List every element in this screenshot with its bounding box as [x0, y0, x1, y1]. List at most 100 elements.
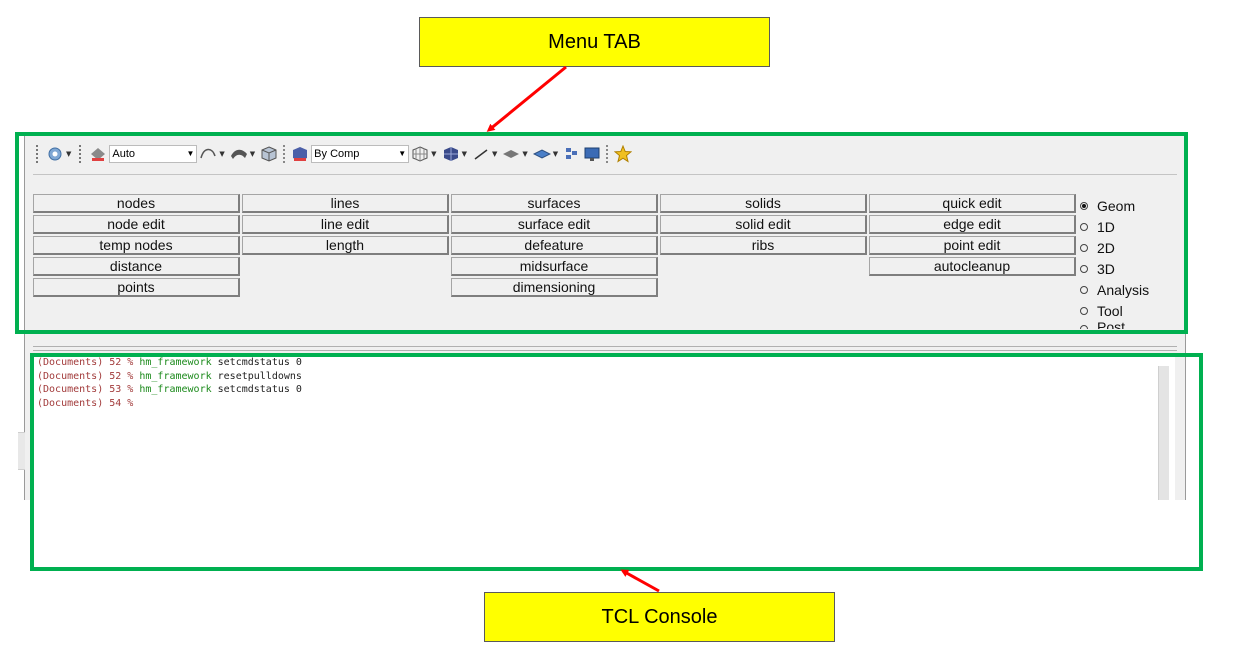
layer-icon[interactable]	[532, 145, 551, 163]
menu-tab-arrow	[486, 65, 567, 132]
chevron-down-icon: ▼	[186, 149, 195, 158]
radio-geom[interactable]: Geom	[1080, 195, 1180, 216]
surfaces-button[interactable]: surfaces	[451, 194, 658, 213]
by-comp-icon	[291, 145, 309, 163]
chevron-down-icon: ▼	[398, 149, 407, 158]
radio-icon	[1080, 222, 1088, 231]
line-edit-button[interactable]: line edit	[242, 215, 449, 234]
shaded-icon[interactable]	[442, 145, 460, 163]
radio-3d[interactable]: 3D	[1080, 258, 1180, 279]
monitor-icon[interactable]	[583, 145, 601, 163]
chevron-down-icon[interactable]: ▼	[491, 150, 498, 158]
tcl-console[interactable]: (Documents) 52 % hm_framework setcmdstat…	[33, 356, 1175, 500]
wireframe-icon[interactable]	[411, 145, 429, 163]
radio-2d[interactable]: 2D	[1080, 237, 1180, 258]
toolbar: ▼ Auto ▼ ▼ ▼ By Comp ▼ ▼ ▼	[33, 140, 1173, 168]
radio-label: Analysis	[1097, 281, 1150, 298]
line-icon[interactable]	[472, 145, 490, 163]
radio-icon	[1080, 264, 1088, 273]
radio-icon	[1080, 285, 1088, 294]
dimensioning-button[interactable]: dimensioning	[451, 278, 658, 297]
console-command: hm_framework	[139, 357, 212, 368]
chevron-down-icon[interactable]: ▼	[249, 150, 256, 158]
radio-post[interactable]: Post	[1080, 321, 1180, 329]
display-mode-select[interactable]: Auto ▼	[109, 145, 198, 163]
app-window: ▼ Auto ▼ ▼ ▼ By Comp ▼ ▼ ▼	[24, 132, 1186, 500]
radio-icon	[1080, 306, 1088, 315]
temp-nodes-button[interactable]: temp nodes	[33, 236, 240, 255]
chevron-down-icon[interactable]: ▼	[219, 150, 225, 158]
console-command: hm_framework	[139, 384, 212, 395]
ribs-button[interactable]: ribs	[660, 236, 867, 255]
chevron-down-icon[interactable]: ▼	[522, 150, 528, 158]
toolbar-separator	[606, 145, 609, 163]
autocleanup-button[interactable]: autocleanup	[869, 257, 1076, 276]
radio-1d[interactable]: 1D	[1080, 216, 1180, 237]
radio-label: Geom	[1097, 197, 1136, 214]
elements-icon[interactable]	[563, 145, 581, 163]
radio-label: 1D	[1097, 218, 1115, 235]
edge-edit-button[interactable]: edge edit	[869, 215, 1076, 234]
menu-tab-callout-label: Menu TAB	[548, 30, 641, 53]
nodes-button[interactable]: nodes	[33, 194, 240, 213]
console-command: hm_framework	[139, 370, 212, 382]
menu-tab-callout: Menu TAB	[419, 17, 770, 67]
splitter[interactable]	[33, 346, 1177, 351]
chevron-down-icon[interactable]: ▼	[431, 150, 437, 158]
toolbar-grip[interactable]	[36, 145, 41, 163]
radio-label: Tool	[1097, 302, 1123, 319]
chevron-down-icon[interactable]: ▼	[66, 150, 72, 158]
length-button[interactable]: length	[242, 236, 449, 255]
toolbar-grip[interactable]	[79, 145, 84, 163]
node-edit-button[interactable]: node edit	[33, 215, 240, 234]
curve-icon[interactable]	[199, 145, 217, 163]
console-scrollbar[interactable]	[1158, 366, 1169, 500]
midsurface-button[interactable]: midsurface	[451, 257, 658, 276]
star-icon[interactable]	[614, 145, 633, 163]
defeature-button[interactable]: defeature	[451, 236, 658, 255]
radio-analysis[interactable]: Analysis	[1080, 279, 1180, 300]
left-panel-edge	[18, 432, 25, 470]
console-prompt: (Documents) 53 %	[37, 384, 134, 395]
tcl-console-callout: TCL Console	[484, 592, 835, 642]
plane-icon[interactable]	[502, 145, 520, 163]
console-argument: setcmdstatus 0	[217, 357, 302, 368]
distance-button[interactable]: distance	[33, 257, 240, 276]
lines-button[interactable]: lines	[242, 194, 449, 213]
console-prompt: (Documents) 52 %	[37, 357, 134, 368]
page-radio-group: Geom 1D 2D 3D Analysis Tool Post	[1080, 195, 1180, 329]
radio-icon	[1080, 325, 1088, 329]
radio-label: Post	[1097, 321, 1126, 329]
console-line: (Documents) 53 % hm_framework setcmdstat…	[37, 383, 1175, 397]
radio-icon	[1080, 243, 1088, 252]
solid-edit-button[interactable]: solid edit	[660, 215, 867, 234]
point-edit-button[interactable]: point edit	[869, 236, 1076, 255]
console-prompt: (Documents) 52 %	[37, 370, 134, 382]
display-mode-value: Auto	[112, 148, 136, 160]
tcl-console-arrow	[620, 569, 660, 593]
surface-icon[interactable]	[230, 145, 248, 163]
toolbar-separator	[283, 145, 286, 163]
radio-selected-icon	[1080, 201, 1088, 210]
points-button[interactable]: points	[33, 278, 240, 297]
tcl-console-callout-label: TCL Console	[601, 605, 718, 628]
color-mode-select[interactable]: By Comp ▼	[311, 145, 410, 163]
console-line: (Documents) 52 % hm_framework setcmdstat…	[37, 356, 1175, 370]
solid-box-icon[interactable]	[260, 145, 278, 163]
chevron-down-icon[interactable]: ▼	[461, 150, 467, 158]
quick-edit-button[interactable]: quick edit	[869, 194, 1076, 213]
radio-tool[interactable]: Tool	[1080, 300, 1180, 321]
console-argument: resetpulldowns	[217, 370, 302, 382]
console-line: (Documents) 52 % hm_framework resetpulld…	[37, 370, 1175, 384]
console-line: (Documents) 54 %	[37, 397, 1175, 411]
view-icon[interactable]	[46, 145, 64, 163]
color-mode-value: By Comp	[314, 148, 360, 160]
chevron-down-icon[interactable]: ▼	[552, 150, 559, 158]
toolbar-divider	[33, 174, 1177, 175]
console-prompt: (Documents) 54 %	[37, 397, 134, 409]
console-argument: setcmdstatus 0	[217, 384, 302, 395]
surface-edit-button[interactable]: surface edit	[451, 215, 658, 234]
radio-label: 3D	[1097, 260, 1115, 277]
radio-label: 2D	[1097, 239, 1115, 256]
solids-button[interactable]: solids	[660, 194, 867, 213]
